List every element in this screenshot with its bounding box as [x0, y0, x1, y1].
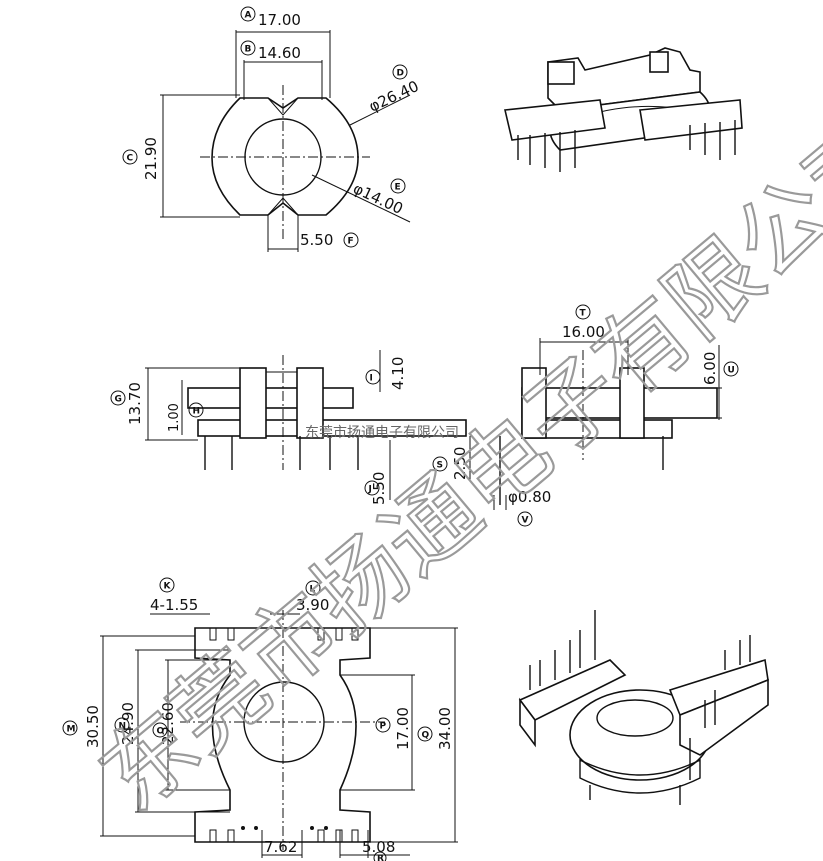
dim-m: 30.50: [84, 705, 102, 748]
dim-i: 4.10: [389, 357, 407, 390]
dim-h: 1.00: [167, 403, 182, 432]
dim-o: 22.60: [159, 702, 177, 745]
dim-k: 4-1.55: [150, 596, 198, 614]
dim-r1: 7.62: [264, 838, 297, 856]
bubble-v: V: [522, 516, 529, 526]
dim-f: 5.50: [300, 231, 333, 249]
bubble-a: A: [245, 11, 252, 21]
dim-c: 21.90: [142, 137, 160, 180]
bubble-r: R: [377, 854, 384, 861]
bubble-i: I: [370, 374, 373, 384]
dim-s: 2.50: [451, 447, 469, 480]
dim-l: 3.90: [296, 596, 329, 614]
dim-n: 24.90: [119, 702, 137, 745]
top-view: A 17.00 B 14.60 C 21.90 D φ26.40 E φ14.0…: [122, 6, 422, 252]
dim-u: 6.00: [701, 352, 719, 385]
bubble-s: S: [437, 461, 443, 471]
bubble-m: M: [67, 725, 76, 735]
bubble-d: D: [397, 69, 404, 79]
iso-view-top: [504, 47, 743, 172]
bubble-j: J: [368, 485, 372, 495]
bubble-t: T: [580, 309, 587, 319]
bubble-u: U: [728, 366, 735, 376]
bottom-view: 4-1.55 K 3.90 L 30.50 M 24.90 N 22.60 O …: [62, 577, 458, 861]
watermark-small-text: 东莞市扬通电子有限公司: [305, 424, 459, 441]
bubble-e: E: [395, 183, 401, 193]
dim-q: 34.00: [436, 707, 454, 750]
dim-r2: 5.08: [362, 838, 395, 856]
bubble-n: N: [119, 722, 127, 732]
bubble-o: O: [157, 727, 165, 737]
dim-g: 13.70: [126, 382, 144, 425]
bubble-l: L: [310, 585, 316, 595]
bubble-p: P: [380, 722, 387, 732]
bubble-c: C: [127, 154, 134, 164]
bubble-q: Q: [422, 731, 430, 741]
dim-a: 17.00: [258, 11, 301, 29]
dim-b: 14.60: [258, 44, 301, 62]
bubble-f: F: [348, 237, 354, 247]
bubble-k: K: [164, 582, 172, 592]
dim-d: φ26.40: [366, 77, 421, 116]
dim-v: φ0.80: [508, 488, 551, 506]
bubble-g: G: [115, 395, 122, 405]
iso-view-bottom: [518, 610, 769, 805]
side-view-right: 16.00 T 6.00 U 2.50 S φ0.80 V: [432, 304, 739, 527]
bubble-h: H: [193, 407, 201, 417]
side-view: 13.70 G 1.00 H 4.10 I 5.50 J: [110, 350, 467, 505]
dim-t: 16.00: [562, 323, 605, 341]
dim-p: 17.00: [394, 707, 412, 750]
bubble-b: B: [245, 45, 252, 55]
